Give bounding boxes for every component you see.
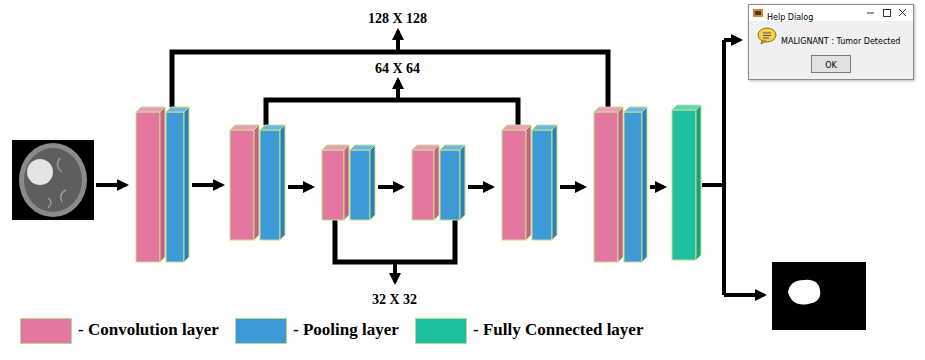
window-controls xyxy=(865,8,909,18)
legend-text: - Pooling layer xyxy=(293,320,399,340)
dialog-title: Help Dialog xyxy=(767,10,813,26)
size-label-holder: 64 X 64 xyxy=(375,58,420,77)
app-icon xyxy=(752,8,764,18)
flow-arrows xyxy=(96,40,764,295)
convolution-layers xyxy=(136,107,623,262)
mri-input-image xyxy=(12,140,94,220)
size-label: 32 X 32 xyxy=(372,292,417,308)
dialog-title-row: Help Dialog xyxy=(749,5,913,21)
size-label: 128 X 128 xyxy=(368,11,427,27)
button-text: OK xyxy=(825,59,837,72)
legend-text-holder: - Pooling layer xyxy=(293,320,399,340)
fully-connected-layer xyxy=(672,105,701,260)
size-label-holder: 32 X 32 xyxy=(372,289,417,308)
message-bubble-icon xyxy=(757,27,777,45)
legend-swatch xyxy=(415,318,467,344)
ok-button: OK xyxy=(811,55,851,73)
legend-text: - Convolution layer xyxy=(78,320,219,340)
pooling-layers xyxy=(166,107,647,262)
legend-text-holder: - Convolution layer xyxy=(78,320,219,340)
legend-text: - Fully Connected layer xyxy=(473,320,643,340)
legend-swatch xyxy=(20,318,72,344)
legend-text-holder: - Fully Connected layer xyxy=(473,320,643,340)
legend-swatch xyxy=(235,318,287,344)
dialog-window: Help DialogMALIGNANT : Tumor DetectedOK xyxy=(748,4,914,80)
skip-connections xyxy=(172,52,608,262)
dialog-message: MALIGNANT : Tumor Detected xyxy=(781,36,900,47)
size-label-holder: 128 X 128 xyxy=(368,8,427,27)
tumor-mask-image xyxy=(772,262,866,330)
size-label: 64 X 64 xyxy=(375,61,420,77)
